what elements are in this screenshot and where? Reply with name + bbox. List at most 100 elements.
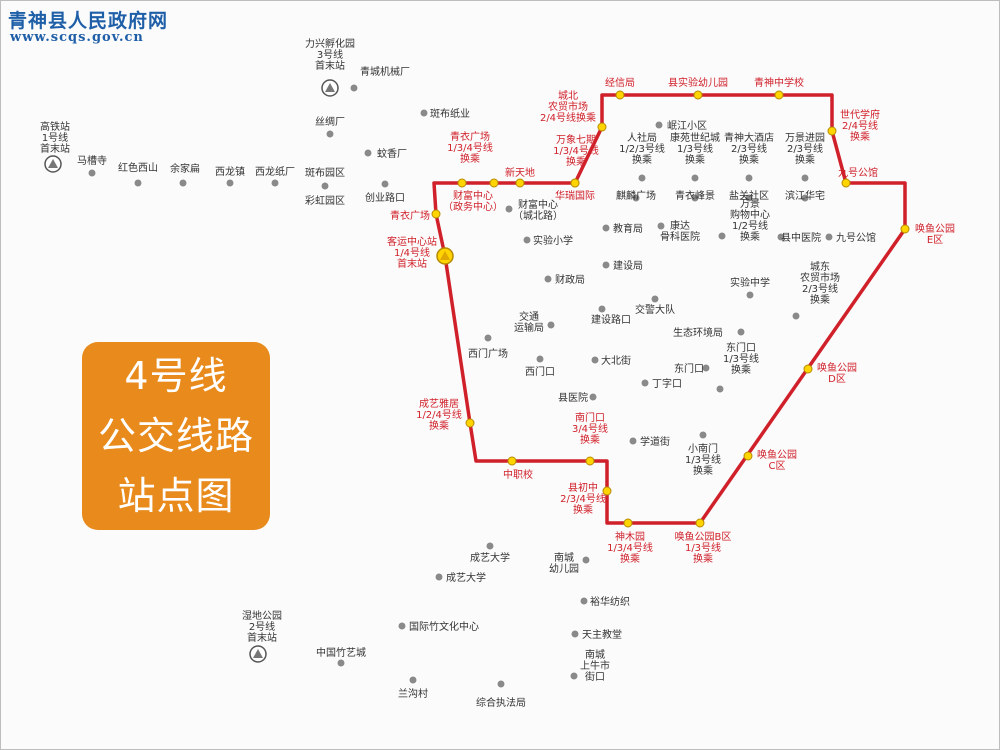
- other-stop-shengtai[interactable]: [736, 327, 746, 337]
- other-stop-jianshelukou[interactable]: [597, 304, 607, 314]
- other-stop-xianyiyuan[interactable]: [588, 392, 598, 402]
- other-stop-zhongguozhu[interactable]: [336, 658, 346, 668]
- route-stop-shidaixuefu[interactable]: [827, 126, 837, 136]
- other-stop-label-xuedaojie: 学道街: [640, 435, 670, 448]
- other-stop-xuedaojie[interactable]: [628, 436, 638, 446]
- other-stop-yujiabian[interactable]: [178, 178, 188, 188]
- route-stop-hy-b[interactable]: [695, 518, 705, 528]
- other-stop-minxiangchang[interactable]: [363, 148, 373, 158]
- other-stop-kangyuan[interactable]: [690, 173, 700, 183]
- route-stop-chengyiyaju[interactable]: [465, 418, 475, 428]
- other-stop-label-qilin: 麒麟广场: [616, 189, 656, 202]
- route-stop-label-caifu: 财富中心（政务中心）: [443, 189, 503, 213]
- route-stop-youeryuan[interactable]: [693, 90, 703, 100]
- other-stop-label-xianzhongyi: 县中医院: [781, 231, 821, 244]
- other-stop-chuangyelukou[interactable]: [380, 179, 390, 189]
- other-stop-wanjing-jy[interactable]: [800, 173, 810, 183]
- other-stop-label-macaosi: 马槽寺: [77, 154, 107, 167]
- route-stop-hy-d[interactable]: [803, 364, 813, 374]
- other-stop-renshe[interactable]: [637, 173, 647, 183]
- other-stop-jiansheju[interactable]: [601, 260, 611, 270]
- other-stop-label-caifu-cbl: 财富中心（城北路）: [513, 198, 563, 222]
- other-stop-hongsexishan[interactable]: [133, 178, 143, 188]
- route-stop-huarui[interactable]: [570, 178, 580, 188]
- route-stop-qingyi-gc2[interactable]: [489, 178, 499, 188]
- other-stop-jiaojing[interactable]: [650, 294, 660, 304]
- route-stop-nanmenkou[interactable]: [585, 456, 595, 466]
- other-stop-macaosi[interactable]: [87, 168, 97, 178]
- route-stop-caifu[interactable]: [457, 178, 467, 188]
- other-stop-label-minjiang: 岷江小区: [667, 120, 707, 132]
- route-stop-hy-e[interactable]: [900, 224, 910, 234]
- title-badge: 4号线 公交线路 站点图: [82, 342, 270, 530]
- terminal-icon: [48, 159, 58, 168]
- badge-line-2: 公交线路: [97, 414, 254, 458]
- other-stop-label-ximenkou: 西门口: [525, 365, 555, 378]
- other-stop-chengyidaxue1[interactable]: [485, 541, 495, 551]
- other-stop-caizhengju[interactable]: [543, 274, 553, 284]
- other-stop-dongmenkou[interactable]: [701, 363, 711, 373]
- other-stop-label-jiaoyuju: 教育局: [613, 222, 643, 235]
- other-stop-guojizhu[interactable]: [397, 621, 407, 631]
- other-stop-xilongzhen[interactable]: [225, 178, 235, 188]
- site-url: www.scqs.gov.cn: [10, 30, 144, 45]
- other-stop-kangda[interactable]: [656, 221, 666, 231]
- other-stop-qingyifengjing[interactable]: [690, 193, 700, 203]
- other-stop-langoucun[interactable]: [408, 675, 418, 685]
- other-stop-label-xilongzhichang: 西龙纸厂: [255, 165, 295, 178]
- other-stop-caifu-cbl[interactable]: [504, 204, 514, 214]
- other-stop-yuhua[interactable]: [579, 596, 589, 606]
- other-stop-jiaoyuju[interactable]: [601, 223, 611, 233]
- route-stop-zhongzhixiao[interactable]: [507, 456, 517, 466]
- other-stop-label-yuhua: 裕华纺织: [590, 595, 630, 608]
- route-stop-qingyi-gc[interactable]: [431, 209, 441, 219]
- other-stop-xianzhongyi[interactable]: [776, 232, 786, 242]
- other-stop-label-nancheng-yey: 南城幼儿园: [549, 551, 579, 575]
- other-stop-label-langoucun: 兰沟村: [398, 687, 428, 700]
- other-stop-chengyidaxue2[interactable]: [434, 572, 444, 582]
- other-stop-shiyanzhongxue[interactable]: [745, 290, 755, 300]
- route-stop-shenmuyuan[interactable]: [623, 518, 633, 528]
- other-stop-qingshen-jd[interactable]: [744, 173, 754, 183]
- other-stop-xiaonanmen[interactable]: [698, 430, 708, 440]
- other-stop-jiaotong[interactable]: [546, 320, 556, 330]
- other-stop-label-jiaotong: 交通运输局: [514, 310, 544, 334]
- other-stop-jiuhao-gg[interactable]: [824, 232, 834, 242]
- route-stop-jiuhao[interactable]: [841, 178, 851, 188]
- other-stop-zonghe[interactable]: [496, 679, 506, 689]
- other-stop-dingzikou[interactable]: [640, 378, 650, 388]
- other-stop-sichouchang[interactable]: [325, 129, 335, 139]
- other-stop-tianzhu[interactable]: [570, 629, 580, 639]
- other-stop-qilin[interactable]: [631, 193, 641, 203]
- other-stop-xilongzhichang[interactable]: [270, 178, 280, 188]
- other-stop-dongmenkou2[interactable]: [715, 384, 725, 394]
- other-stop-banbuzhiye[interactable]: [419, 108, 429, 118]
- other-stop-qingchengjixie[interactable]: [349, 83, 359, 93]
- route-stop-hy-c[interactable]: [743, 451, 753, 461]
- other-stop-wanjing-gw[interactable]: [717, 231, 727, 241]
- route-stop-qsz[interactable]: [774, 90, 784, 100]
- other-stop-ximen-gc[interactable]: [483, 333, 493, 343]
- route-stop-jingxin[interactable]: [615, 90, 625, 100]
- route-stop-chengbei[interactable]: [597, 122, 607, 132]
- route-stop-xintiandi[interactable]: [515, 178, 525, 188]
- other-stop-chengdong[interactable]: [791, 311, 801, 321]
- other-stop-minjiang[interactable]: [654, 120, 664, 130]
- other-stop-nancheng-sn[interactable]: [569, 671, 579, 681]
- other-stop-binjiang[interactable]: [800, 193, 810, 203]
- other-stop-label-jianshelukou: 建设路口: [591, 313, 631, 326]
- other-stop-caihongyuanqu[interactable]: [320, 181, 330, 191]
- other-stop-shiyanxiaoxue[interactable]: [522, 235, 532, 245]
- other-stop-dabeijie[interactable]: [590, 355, 600, 365]
- route-stop-xianchuzhong[interactable]: [602, 486, 612, 496]
- other-stop-label-minxiangchang: 蚊香厂: [377, 147, 407, 160]
- other-stop-nancheng-yey[interactable]: [581, 555, 591, 565]
- other-stop-ximenkou[interactable]: [535, 354, 545, 364]
- other-stop-yanguan[interactable]: [744, 193, 754, 203]
